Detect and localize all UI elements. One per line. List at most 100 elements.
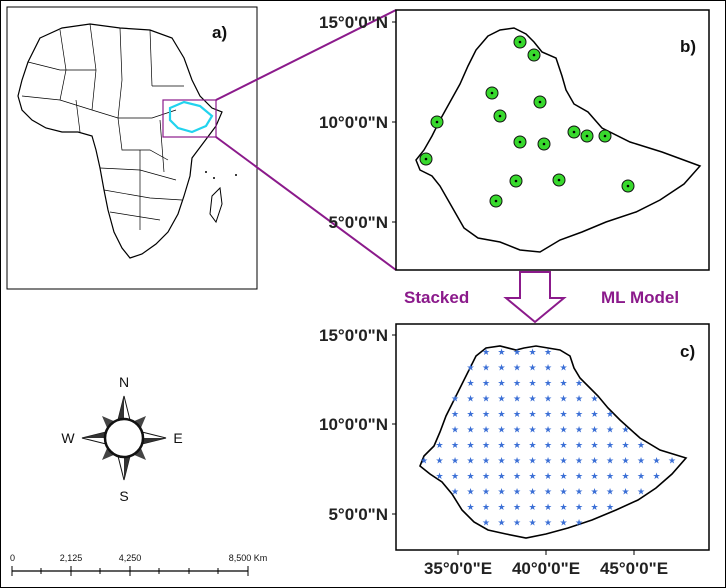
grid-star-marker: ★ (621, 457, 629, 467)
grid-star-marker: ★ (575, 503, 583, 513)
station-marker (567, 125, 581, 139)
grid-star-marker: ★ (497, 472, 505, 482)
lon-label-45: 45°0'0"E (600, 559, 668, 578)
ethiopia-highlight (168, 100, 214, 134)
grid-star-marker: ★ (528, 457, 536, 467)
grid-star-marker: ★ (590, 426, 598, 436)
grid-star-marker: ★ (482, 348, 490, 358)
scale-bar: 0 2,125 4,250 8,500 Km (10, 553, 267, 576)
grid-star-marker: ★ (637, 488, 645, 498)
grid-star-marker: ★ (482, 395, 490, 405)
grid-star-marker: ★ (575, 441, 583, 451)
grid-star-marker: ★ (435, 441, 443, 451)
ethiopia-outline-c (419, 345, 688, 539)
grid-star-marker: ★ (621, 488, 629, 498)
africa-borders (21, 23, 184, 230)
panel-b: b) 15°0'0"N 10°0'0"N 5°0'0"N (319, 9, 710, 271)
grid-star-marker: ★ (482, 519, 490, 529)
grid-star-marker: ★ (544, 457, 552, 467)
lat-label-15-b: 15°0'0"N (319, 13, 388, 32)
grid-star-marker: ★ (451, 488, 459, 498)
grid-star-marker: ★ (668, 457, 676, 467)
grid-star-marker: ★ (451, 472, 459, 482)
station-marker (493, 109, 507, 123)
panel-c-frame (395, 323, 710, 551)
stations (419, 35, 635, 208)
station-marker (527, 48, 541, 62)
station-marker (513, 35, 527, 49)
compass-w: W (61, 430, 75, 446)
grid-star-marker: ★ (559, 472, 567, 482)
scale-label-8500: 8,500 Km (229, 553, 268, 563)
grid-star-marker: ★ (590, 457, 598, 467)
grid-star-marker: ★ (575, 472, 583, 482)
grid-star-marker: ★ (544, 426, 552, 436)
grid-star-marker: ★ (559, 379, 567, 389)
station-marker (489, 194, 503, 208)
grid-star-marker: ★ (606, 488, 614, 498)
grid-star-marker: ★ (513, 364, 521, 374)
grid-star-marker: ★ (466, 426, 474, 436)
island-dot (213, 177, 215, 179)
grid-star-marker: ★ (482, 488, 490, 498)
compass-e: E (173, 430, 182, 446)
grid-star-marker: ★ (528, 519, 536, 529)
lat-label-5-b: 5°0'0"N (328, 213, 388, 232)
grid-star-marker: ★ (513, 441, 521, 451)
lat-label-10-b: 10°0'0"N (319, 113, 388, 132)
grid-star-marker: ★ (513, 348, 521, 358)
grid-star-marker: ★ (528, 472, 536, 482)
station-marker (419, 152, 433, 166)
grid-star-marker: ★ (513, 379, 521, 389)
grid-star-marker: ★ (420, 457, 428, 467)
grid-star-marker: ★ (637, 472, 645, 482)
grid-star-marker: ★ (513, 457, 521, 467)
grid-star-marker: ★ (544, 348, 552, 358)
grid-star-marker: ★ (482, 457, 490, 467)
compass: N S E W (61, 374, 182, 504)
lon-label-40: 40°0'0"E (512, 559, 580, 578)
station-marker (513, 135, 527, 149)
grid-star-marker: ★ (513, 472, 521, 482)
grid-star-marker: ★ (544, 410, 552, 420)
grid-star-marker: ★ (606, 441, 614, 451)
grid-star-marker: ★ (559, 519, 567, 529)
grid-star-marker: ★ (528, 410, 536, 420)
station-marker (580, 129, 594, 143)
grid-star-marker: ★ (590, 395, 598, 405)
grid-star-marker: ★ (590, 441, 598, 451)
north-arrow-icon (81, 395, 167, 481)
grid-star-marker: ★ (559, 488, 567, 498)
grid-star-marker: ★ (466, 503, 474, 513)
station-marker (537, 137, 551, 151)
grid-star-marker: ★ (590, 488, 598, 498)
panel-a-frame (6, 6, 258, 290)
flow-right-label: ML Model (601, 288, 679, 307)
grid-star-marker: ★ (482, 426, 490, 436)
grid-star-marker: ★ (466, 472, 474, 482)
grid-star-marker: ★ (497, 426, 505, 436)
panel-c-label: c) (680, 342, 695, 361)
grid-star-marker: ★ (451, 410, 459, 420)
grid-star-marker: ★ (497, 410, 505, 420)
grid-star-marker: ★ (497, 441, 505, 451)
grid-star-marker: ★ (575, 379, 583, 389)
grid-star-marker: ★ (451, 457, 459, 467)
panel-a: a) (6, 6, 258, 290)
station-marker (552, 173, 566, 187)
ethiopia-outline-b (415, 27, 702, 253)
grid-star-marker: ★ (559, 395, 567, 405)
grid-star-marker: ★ (513, 426, 521, 436)
panel-b-frame (395, 9, 710, 271)
grid-star-marker: ★ (621, 472, 629, 482)
grid-star-marker: ★ (621, 426, 629, 436)
grid-star-marker: ★ (590, 472, 598, 482)
zoom-line-bottom (215, 136, 397, 271)
panel-c: ★ ★ ★ ★ ★ ★ ★ ★ ★ ★ ★ ★ ★ ★ ★ ★ ★ ★ ★ ★ ★ ★ ★ ★ ★ ★ ★ ★ ★ ★ ★ ★ ★ ★ ★ ★ ★ ★ ★ ★… (319, 323, 710, 578)
grid-star-marker: ★ (544, 441, 552, 451)
grid-star-marker: ★ (513, 503, 521, 513)
grid-star-marker: ★ (466, 488, 474, 498)
grid-star-marker: ★ (559, 410, 567, 420)
lon-label-35: 35°0'0"E (424, 559, 492, 578)
